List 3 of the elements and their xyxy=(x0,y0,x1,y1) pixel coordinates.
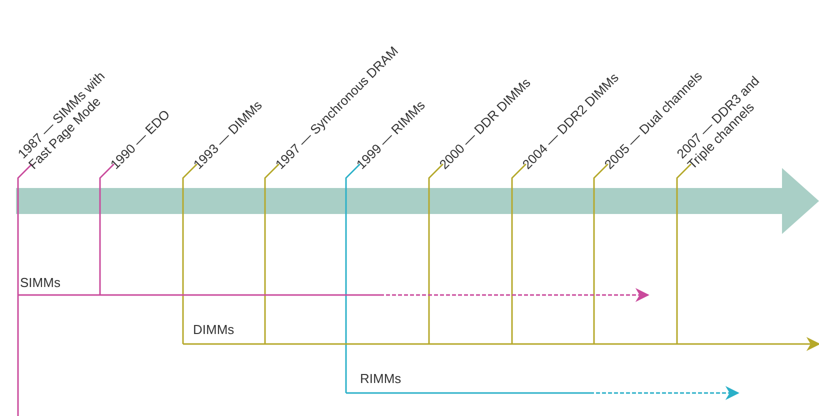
lane-label: DIMMs xyxy=(193,322,234,337)
lane-label: SIMMs xyxy=(20,275,60,290)
lane-label: RIMMs xyxy=(360,371,402,386)
